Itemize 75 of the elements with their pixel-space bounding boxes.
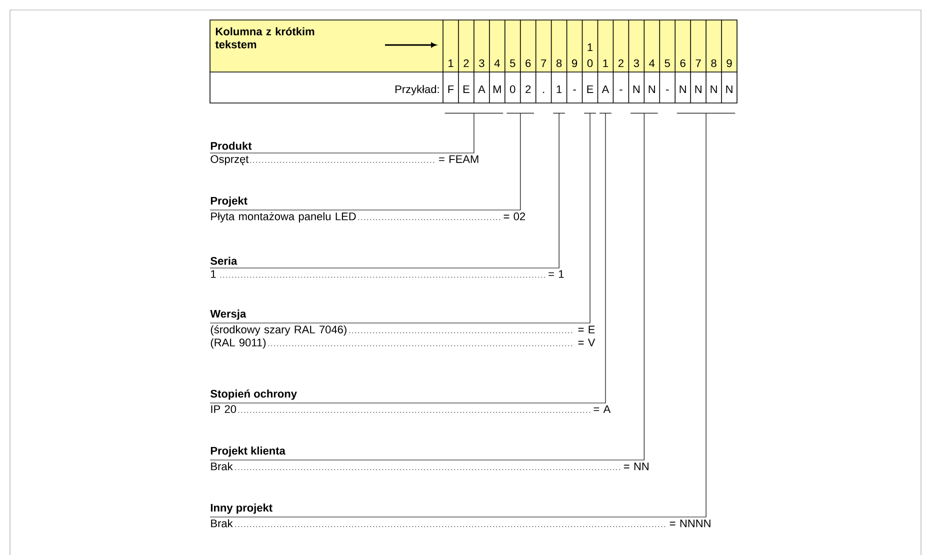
node-label: Brak — [211, 519, 233, 528]
section-heading: Produkt — [210, 142, 252, 150]
node-label: = 1 — [548, 270, 564, 278]
column-number: 5 — [510, 59, 516, 68]
leader-line — [210, 112, 658, 460]
node-label: (RAL 9011) — [210, 338, 266, 349]
code-character: F — [448, 85, 454, 93]
code-character: 2 — [526, 85, 531, 93]
section-heading: Inny projekt — [210, 504, 272, 514]
option-text: (środkowy szary RAL 7046) = E (RAL 9011) = V — [210, 325, 596, 349]
node-label: = V — [578, 338, 596, 346]
option-text: 1 = 1 — [211, 270, 564, 278]
section-heading: Stopień ochrony — [210, 389, 297, 400]
node-label: = FEAM — [439, 155, 478, 163]
header-label: Kolumna z krótkim tekstem — [215, 27, 314, 48]
leader-line — [210, 112, 596, 324]
column-number: 7 — [696, 59, 701, 67]
column-number: 6 — [526, 59, 531, 68]
code-character: A — [602, 85, 610, 93]
column-number: 2 — [464, 59, 469, 67]
code-character: 1 — [556, 85, 562, 93]
column-number: 7 — [541, 59, 546, 67]
separator-character: . — [543, 92, 544, 93]
option-text: Brak = NNNN — [211, 519, 710, 528]
column-number: 6 — [680, 59, 686, 68]
node-label: (środkowy szary RAL 7046) — [210, 325, 346, 336]
node-label: = A — [594, 405, 611, 413]
section-heading: Seria — [210, 256, 238, 265]
option-text: Brak = NN — [211, 462, 648, 470]
column-number: 2 — [618, 59, 624, 67]
node-label: = 02 — [504, 212, 526, 220]
code-character: N — [680, 85, 686, 93]
column-number: 1 — [603, 59, 608, 67]
code-character: N — [633, 85, 640, 93]
option-text: IP 20 = A — [211, 405, 611, 414]
leader-line — [210, 112, 612, 404]
section-heading: Projekt klienta — [210, 446, 286, 457]
node-label: IP 20 — [211, 405, 236, 413]
column-number: 1 — [448, 59, 454, 67]
leader-line — [210, 112, 504, 154]
column-number: 8 — [556, 59, 562, 68]
column-number: 8 — [711, 59, 716, 68]
node-label: = E — [578, 326, 595, 334]
code-character: E — [463, 85, 470, 93]
leader-line — [210, 112, 736, 518]
node-label: Osprzęt — [210, 155, 249, 166]
column-number: 3 — [634, 59, 639, 68]
option-text: Osprzęt = FEAM — [210, 155, 478, 166]
option-text: Płyta montażowa panelu LED = 02 — [211, 212, 526, 222]
node-label: Płyta montażowa panelu LED — [211, 212, 356, 222]
leader-line — [210, 112, 566, 268]
column-number: 4 — [649, 59, 655, 67]
node-label: = NN — [624, 462, 648, 470]
column-number: 1 — [588, 43, 593, 51]
column-number: 9 — [726, 59, 732, 68]
row-label: Przykład: — [395, 85, 439, 96]
code-character: N — [710, 85, 717, 93]
code-character: N — [695, 85, 702, 93]
node-label: 1 — [211, 270, 216, 278]
node-label: Brak — [211, 462, 233, 470]
column-number: 0 — [587, 59, 593, 68]
section-heading: Projekt — [210, 196, 248, 207]
column-number: 4 — [494, 59, 500, 67]
leader-line — [210, 112, 534, 210]
section-heading: Wersja — [210, 310, 246, 320]
code-character: N — [726, 85, 732, 93]
code-character: A — [478, 85, 486, 93]
column-number: 5 — [664, 59, 670, 68]
column-number: 9 — [572, 59, 578, 68]
column-number: 3 — [479, 59, 484, 68]
code-character: E — [587, 85, 594, 93]
node-label: = NNNN — [670, 520, 710, 528]
code-character: M — [494, 85, 501, 93]
code-character: N — [648, 85, 655, 93]
code-character: 0 — [510, 85, 516, 94]
